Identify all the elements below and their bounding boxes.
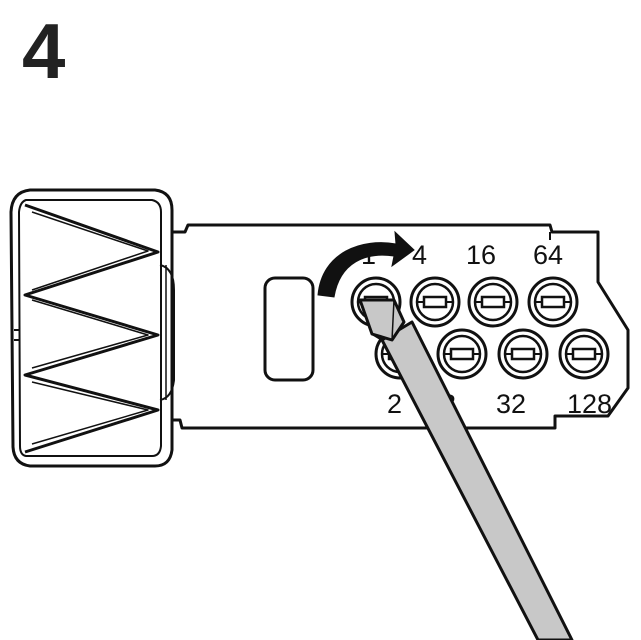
step-number: 4 [22, 7, 65, 95]
dip-label-32: 32 [496, 389, 526, 419]
dip-switch-labels: 1 4 16 64 2 8 32 128 [361, 240, 612, 419]
dip-label-2: 2 [387, 389, 402, 419]
dip-dial-128 [558, 328, 610, 380]
dip-label-64: 64 [533, 240, 563, 270]
dip-dial-8 [436, 328, 488, 380]
curved-arrow-clockwise-icon [317, 230, 415, 298]
dip-dial-16 [467, 276, 519, 328]
dip-dial-32 [497, 328, 549, 380]
switch-housing [172, 223, 630, 430]
dip-label-1: 1 [361, 240, 376, 270]
dip-label-16: 16 [466, 240, 496, 270]
flathead-screwdriver-icon [358, 298, 574, 640]
housing-slot [263, 276, 315, 382]
knob-icon [9, 188, 175, 468]
dip-label-4: 4 [412, 240, 427, 270]
dip-dial-64 [527, 276, 579, 328]
dip-label-128: 128 [567, 389, 612, 419]
dip-dial-4 [409, 276, 461, 328]
